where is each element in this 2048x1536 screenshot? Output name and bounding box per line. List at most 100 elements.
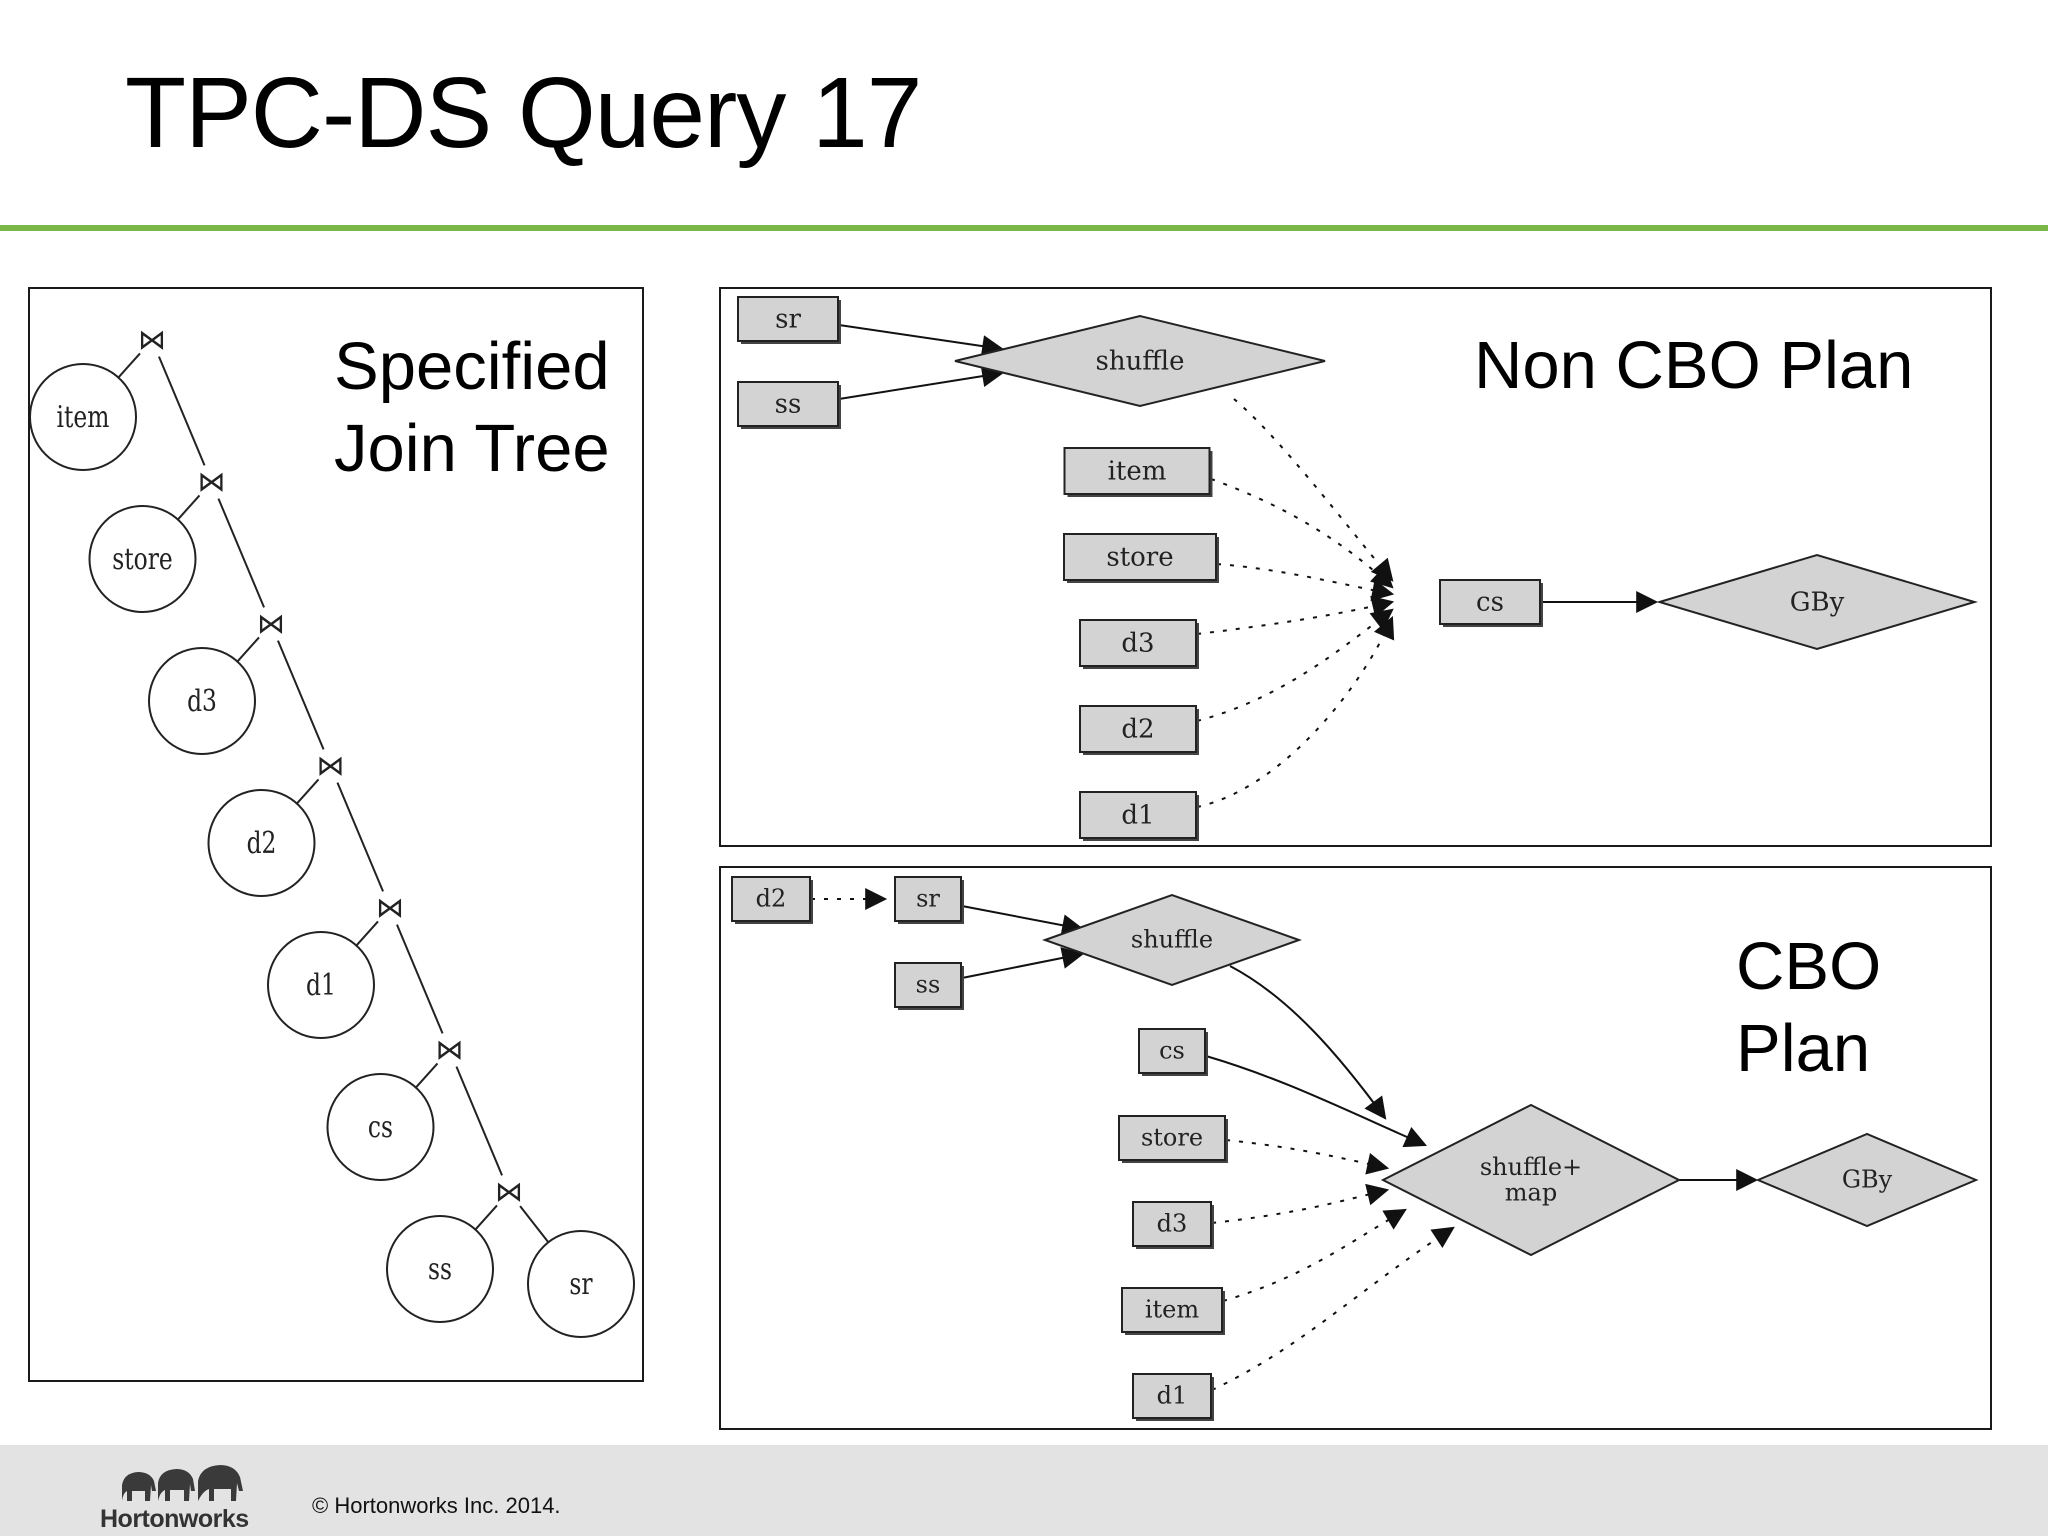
plan-node-d1 — [1132, 1373, 1212, 1419]
plan-node-d1 — [1079, 791, 1197, 839]
leaf-node-ss — [386, 1215, 494, 1323]
cbo-plan-label-line-1: CBO — [1736, 929, 1882, 1004]
join-edge — [336, 782, 384, 892]
join-operator-6: ⋈ — [436, 1033, 464, 1066]
edge-cs-to-shufflemap — [1205, 1055, 1428, 1148]
leaf-node-item — [30, 363, 137, 471]
join-edge — [519, 1205, 550, 1243]
join-edge — [415, 1062, 439, 1089]
plan-node-cs — [1439, 579, 1541, 625]
plan-node-label-ss: ss — [916, 971, 941, 999]
join-edge — [474, 1204, 498, 1231]
leaf-node-sr — [527, 1230, 635, 1338]
leaf-label-sr: sr — [569, 1267, 592, 1302]
join-tree-label-line-2: Join Tree — [334, 411, 610, 486]
plan-node-shufflemap — [1380, 1103, 1682, 1257]
join-tree-label-line-1: Specified — [334, 329, 610, 404]
edge-store-to-cs — [1216, 563, 1395, 601]
join-edge — [117, 352, 141, 379]
join-operator-7: ⋈ — [495, 1175, 523, 1208]
leaf-node-d1 — [267, 931, 375, 1039]
edge-sr-to-shuffle — [838, 324, 1005, 357]
plan-node-label-item: item — [1145, 1296, 1200, 1324]
join-edge — [217, 498, 265, 608]
plan-node-sr — [737, 296, 839, 342]
join-operator-2: ⋈ — [198, 465, 226, 498]
plan-node-label-shuffle: shuffle — [1131, 926, 1213, 954]
plan-node-label-ss: ss — [775, 389, 802, 419]
plan-node-shuffle — [1042, 893, 1302, 987]
title-divider — [0, 225, 2048, 231]
join-edge — [296, 778, 320, 805]
plan-node-label-cs: cs — [1159, 1037, 1185, 1065]
cbo-plan-panel: d2 sr ss shuffle cs store d3 item d1 shuffle+map G… — [719, 866, 1992, 1430]
leaf-label-ss: ss — [428, 1252, 452, 1287]
plan-node-label-d2: d2 — [756, 885, 787, 913]
edge-d3-to-cs — [1196, 595, 1395, 635]
join-operator-3: ⋈ — [257, 607, 285, 640]
join-edge — [355, 920, 379, 947]
plan-node-ss — [737, 381, 839, 427]
plan-node-d3 — [1079, 619, 1197, 667]
edge-d2-to-cs — [1196, 608, 1394, 722]
join-edge — [455, 1066, 503, 1176]
plan-node-label-d1: d1 — [1121, 800, 1154, 830]
leaf-label-cs: cs — [368, 1110, 393, 1145]
join-edge — [396, 924, 444, 1034]
edge-shuffle-to-shufflemap — [1229, 965, 1387, 1120]
plan-node-label-gby: GBy — [1842, 1166, 1893, 1194]
edge-d3-to-shufflemap — [1211, 1183, 1390, 1224]
plan-node-sr — [894, 876, 962, 922]
plan-node-cs — [1138, 1028, 1206, 1074]
plan-node-label-store: store — [1141, 1124, 1203, 1152]
cbo-plan-label: CBO Plan — [1736, 926, 1881, 1090]
plan-node-label-d1: d1 — [1157, 1382, 1188, 1410]
plan-node-label-shufflemap: shuffle+ — [1480, 1153, 1582, 1181]
plan-node-d2 — [731, 876, 811, 922]
plan-node-gby — [1656, 553, 1978, 651]
footer: Hortonworks © Hortonworks Inc. 2014. — [0, 1445, 2048, 1536]
cbo-plan-diagram: d2 sr ss shuffle cs store d3 item d1 shuffle+map G… — [731, 876, 1979, 1421]
plan-node-label-sr: sr — [916, 885, 940, 913]
plan-node-label-store: store — [1106, 542, 1173, 572]
plan-node-d3 — [1132, 1201, 1212, 1247]
plan-node-label-d2: d2 — [1121, 714, 1154, 744]
copyright-text: © Hortonworks Inc. 2014. — [312, 1493, 561, 1518]
join-operator-5: ⋈ — [376, 891, 404, 924]
join-tree-label: Specified Join Tree — [334, 326, 610, 490]
join-operator-4: ⋈ — [317, 749, 345, 782]
logo-wordmark: Hortonworks — [100, 1505, 249, 1533]
plan-node-label-gby: GBy — [1790, 587, 1845, 617]
non-cbo-plan-label: Non CBO Plan — [1474, 325, 1913, 407]
edge-shuffle-to-cs — [1233, 398, 1394, 582]
plan-node-label-shuffle: shuffle — [1095, 346, 1184, 376]
plan-node-label-d3: d3 — [1157, 1210, 1188, 1238]
cbo-plan-label-line-2: Plan — [1736, 1011, 1871, 1086]
plan-node-item — [1063, 447, 1211, 495]
plan-node-store — [1118, 1115, 1226, 1161]
plan-node-ss — [894, 962, 962, 1008]
elephant-herd-icon — [122, 1465, 243, 1501]
leaf-label-store: store — [112, 542, 173, 577]
plan-node-item — [1121, 1287, 1223, 1333]
leaf-node-d3 — [148, 647, 256, 755]
edge-ss-to-shuffle — [961, 947, 1085, 979]
plan-node-d2 — [1079, 705, 1197, 753]
join-edge — [236, 636, 260, 663]
plan-node-label-shufflemap: map — [1505, 1178, 1557, 1206]
edge-sr-to-shuffle — [961, 905, 1085, 937]
leaf-label-d1: d1 — [306, 968, 336, 1003]
plan-node-shuffle — [954, 314, 1326, 408]
join-edge — [158, 356, 206, 466]
plan-node-store — [1063, 533, 1217, 581]
hortonworks-logo: Hortonworks — [100, 1461, 270, 1533]
edge-item-to-shufflemap — [1222, 1208, 1407, 1302]
leaf-label-d2: d2 — [247, 826, 277, 861]
non-cbo-plan-label-text: Non CBO Plan — [1474, 328, 1914, 403]
leaf-node-cs — [326, 1073, 435, 1181]
edge-ss-to-shuffle — [838, 365, 1005, 400]
